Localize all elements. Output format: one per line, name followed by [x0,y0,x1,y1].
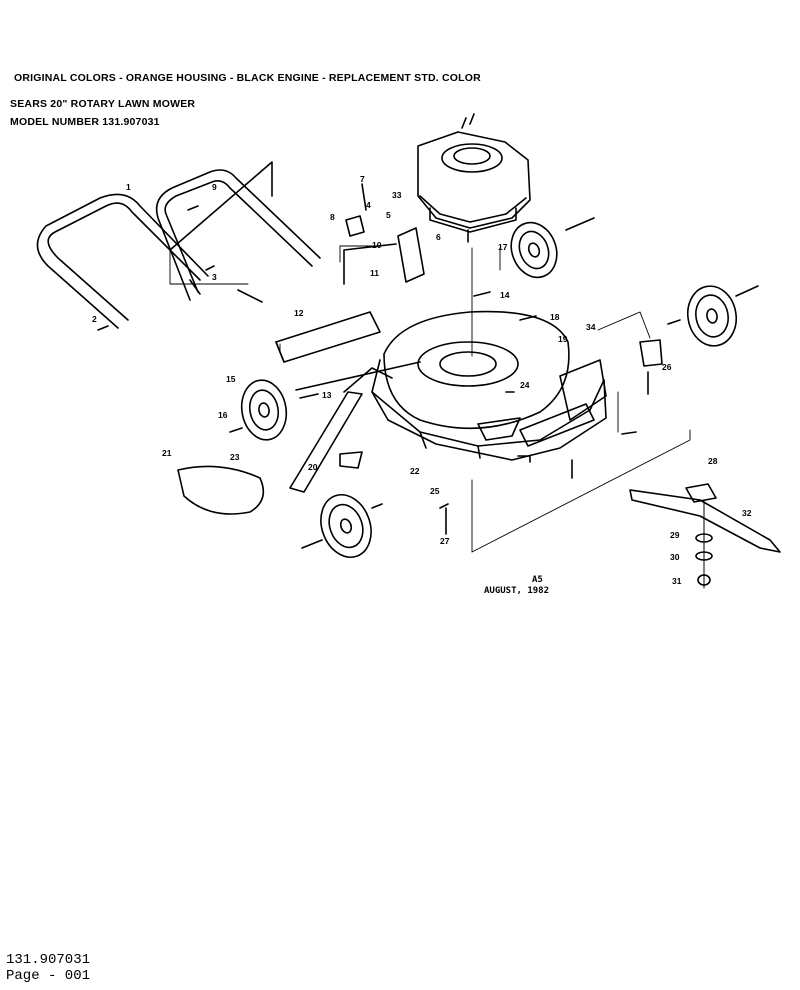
callout-13: 13 [322,390,332,400]
callout-6: 6 [436,232,441,242]
callout-2: 2 [92,314,97,324]
footer-model-number: 131.907031 [6,952,91,968]
callout-17: 17 [498,242,508,252]
wheel-bolts [229,217,759,549]
callout-31: 31 [672,576,682,586]
product-title: SEARS 20" ROTARY LAWN MOWER [10,98,196,110]
axle [295,361,421,399]
grass-deflector [177,451,363,515]
model-number-title: MODEL NUMBER 131.907031 [10,116,160,128]
callout-29: 29 [670,530,680,540]
callout-24: 24 [520,380,530,390]
callout-20: 20 [308,462,318,472]
callout-14: 14 [500,290,510,300]
colors-note: ORIGINAL COLORS - ORANGE HOUSING - BLACK… [14,72,481,84]
callout-33: 33 [392,190,402,200]
callout-labels: 1 2 3 4 5 6 7 8 9 10 11 12 13 14 15 16 1… [92,174,752,586]
callout-23: 23 [230,452,240,462]
callout-18: 18 [550,312,560,322]
callout-11: 11 [370,268,379,278]
rear-deflector [275,311,381,363]
callout-15: 15 [226,374,236,384]
callout-4: 4 [366,200,371,210]
callout-3: 3 [212,272,217,282]
callout-30: 30 [670,552,680,562]
blade [629,483,781,553]
wheel-rear-left [240,379,288,441]
callout-10: 10 [372,240,382,250]
lower-handle [155,161,321,303]
wheel-front-left [320,494,372,558]
callout-34: 34 [586,322,596,332]
assembly-guides [169,245,691,553]
callout-8: 8 [330,212,335,222]
callout-7: 7 [360,174,365,184]
callout-32: 32 [742,508,752,518]
callout-22: 22 [410,466,420,476]
revision-date: AUGUST, 1982 [484,586,550,596]
callout-9: 9 [212,182,217,192]
blade-hardware [695,499,713,589]
callout-21: 21 [162,448,172,458]
callout-12: 12 [294,308,304,318]
baffle [477,417,521,441]
discharge-chute [519,359,607,447]
callout-16: 16 [218,410,228,420]
callout-5: 5 [386,210,391,220]
rear-right-bracket [639,339,663,395]
revision-code: A5 [532,575,543,585]
callout-19: 19 [558,334,568,344]
footer-page-number: Page - 001 [6,968,91,984]
callout-27: 27 [440,536,450,546]
engine [417,113,531,243]
wheel-front-right [510,221,558,279]
fasteners [97,205,681,535]
front-arm [289,367,393,493]
wheel-rear-right [686,285,738,347]
callout-25: 25 [430,486,440,496]
deck-housing [371,310,607,463]
height-adjuster [343,183,425,285]
callout-1: 1 [126,182,131,192]
callout-28: 28 [708,456,718,466]
callout-26: 26 [662,362,672,372]
upper-handle [36,193,209,329]
